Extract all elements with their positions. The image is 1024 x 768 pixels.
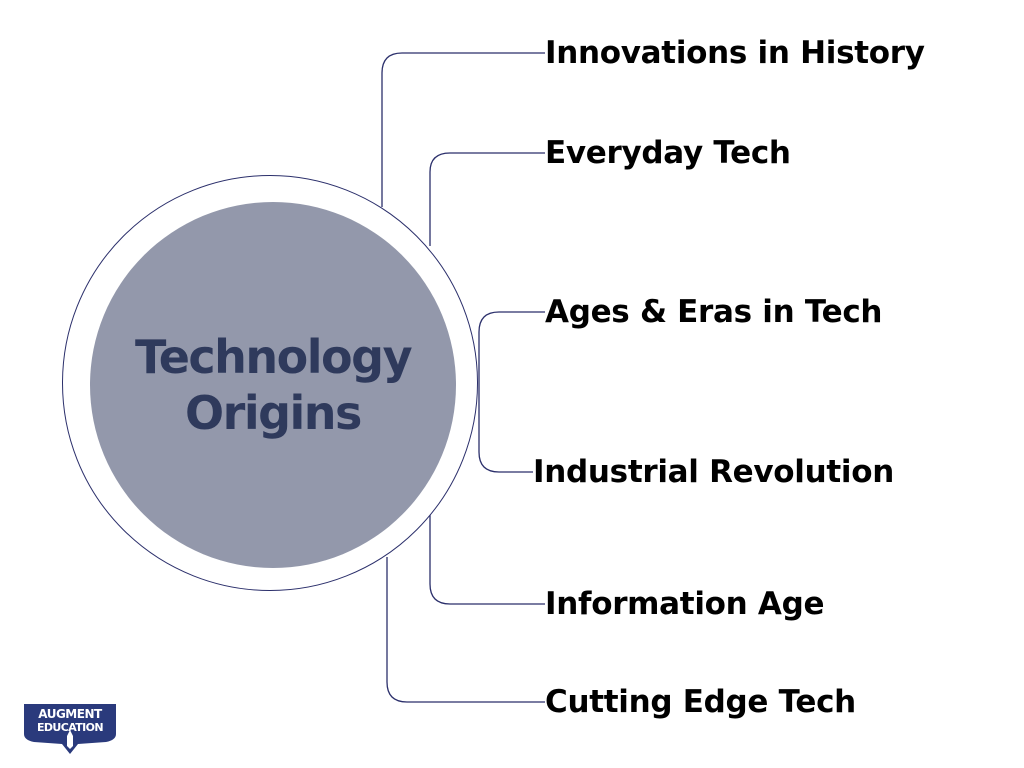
logo-text-line-1: AUGMENT [38,707,103,721]
logo-text-line-2: EDUCATION [37,721,103,734]
logo-shield [24,704,116,754]
branch-label-ages-eras: Ages & Eras in Tech [545,294,883,330]
connector-innovations-in-history [381,52,545,207]
branch-label-cutting-edge-tech: Cutting Edge Tech [545,684,856,720]
connector-information-age [429,512,545,605]
center-title-line-2: Origins [185,386,362,440]
connector-industrial-revolution [478,386,533,473]
rocket-icon [67,730,73,749]
branch-label-information-age: Information Age [545,586,825,622]
center-disc [90,202,456,568]
branch-label-innovations-in-history: Innovations in History [545,35,925,71]
connector-ages-eras [478,311,545,386]
branch-label-industrial-revolution: Industrial Revolution [533,454,894,490]
center-title: Technology Origins [90,202,456,568]
connector-everyday-tech [429,152,545,246]
augment-education-logo: AUGMENT EDUCATION [24,704,116,754]
center-title-line-1: Technology [134,330,413,384]
branch-label-everyday-tech: Everyday Tech [545,135,791,171]
connector-cutting-edge-tech [386,557,545,703]
